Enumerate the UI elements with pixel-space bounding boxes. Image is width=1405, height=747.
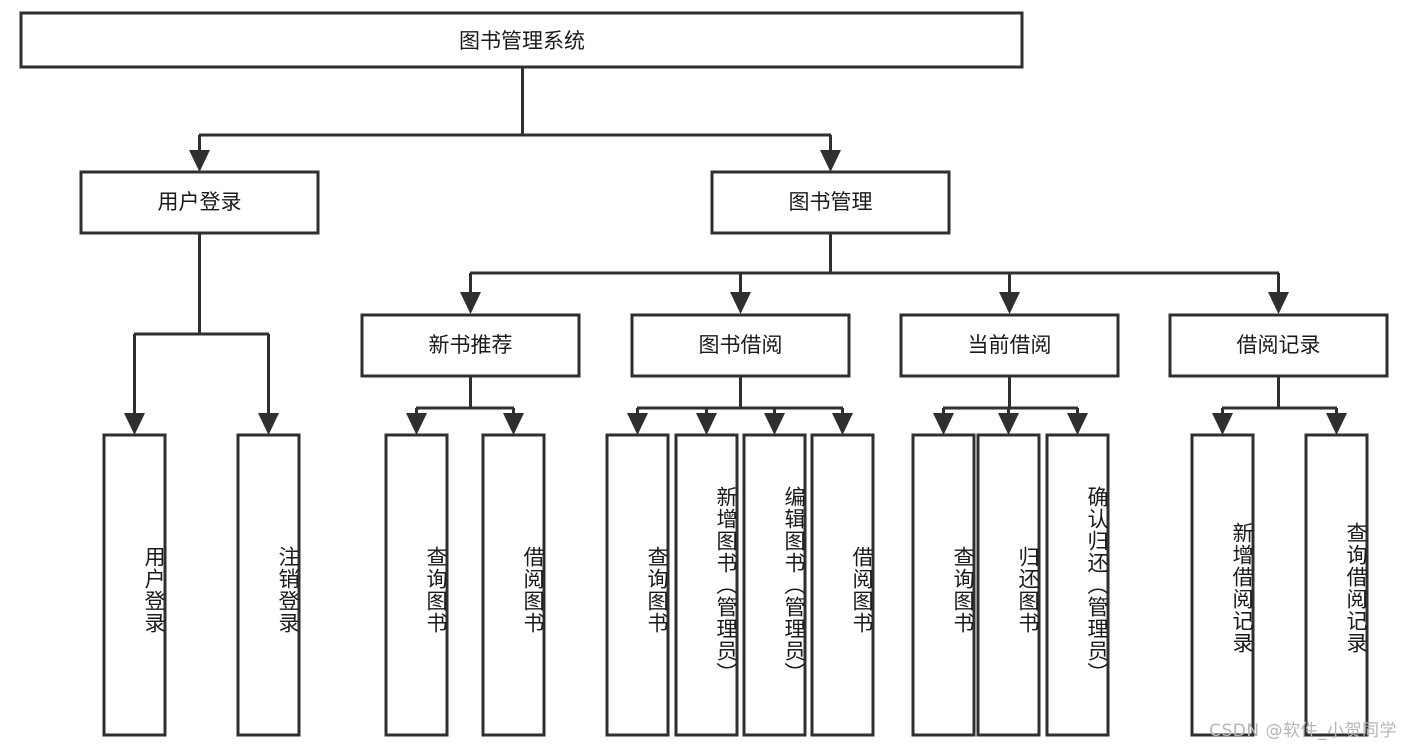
node-root-label: 图书管理系统: [459, 29, 585, 53]
arrow-current-borrow-leaf-3: [1067, 413, 1088, 435]
node-current-borrow-label: 当前借阅: [968, 333, 1052, 357]
arrow-current-borrow-leaf-2: [998, 413, 1019, 435]
arrow-current-borrow-leaf-1: [933, 413, 954, 435]
arrow-book-borrow-leaf-4: [832, 413, 853, 435]
leaf-query-book-borrow-box[interactable]: [605, 433, 670, 737]
node-book-borrow-box[interactable]: [630, 313, 851, 378]
node-new-book-recommend-label: 新书推荐: [429, 333, 513, 357]
arrow-root-to-book-mgmt: [820, 150, 841, 172]
node-book-management-box[interactable]: [710, 170, 951, 235]
leaf-confirm-return-box[interactable]: [1045, 433, 1110, 737]
arrow-borrow-record-leaf-2: [1326, 413, 1347, 435]
arrow-book-borrow-leaf-2: [696, 413, 717, 435]
arrow-new-book-leaf-1: [406, 413, 427, 435]
arrow-book-mgmt-child-2: [730, 292, 751, 314]
leaf-logout-box[interactable]: [236, 433, 301, 737]
arrow-book-borrow-leaf-3: [764, 413, 785, 435]
arrow-book-mgmt-child-1: [460, 292, 481, 314]
node-root-box[interactable]: [19, 11, 1024, 69]
node-borrow-record-label: 借阅记录: [1237, 333, 1321, 357]
leaf-edit-book-box[interactable]: [742, 433, 807, 737]
arrow-book-mgmt-child-4: [1268, 292, 1289, 314]
leaf-query-borrow-record-box[interactable]: [1304, 433, 1369, 737]
node-book-borrow-label: 图书借阅: [699, 333, 783, 357]
node-borrow-record-box[interactable]: [1168, 313, 1389, 378]
arrow-user-login-leaf-1: [124, 413, 145, 435]
arrow-new-book-leaf-2: [503, 413, 524, 435]
arrow-book-mgmt-child-3: [999, 292, 1020, 314]
leaf-return-book-box[interactable]: [976, 433, 1041, 737]
arrow-user-login-leaf-2: [258, 413, 279, 435]
csdn-watermark: CSDN @软件_小贺同学: [1209, 721, 1397, 741]
leaf-query-book-recommend-box[interactable]: [384, 433, 449, 737]
leaf-borrow-book-box[interactable]: [810, 433, 875, 737]
node-user-login-label: 用户登录: [158, 190, 242, 214]
arrow-borrow-record-leaf-1: [1212, 413, 1233, 435]
node-new-book-recommend-box[interactable]: [360, 313, 581, 378]
node-current-borrow-box[interactable]: [899, 313, 1120, 378]
node-book-management-label: 图书管理: [789, 190, 873, 214]
leaf-user-login-box[interactable]: [102, 433, 167, 737]
arrow-book-borrow-leaf-1: [627, 413, 648, 435]
leaf-borrow-book-recommend-box[interactable]: [481, 433, 546, 737]
leaf-add-book-box[interactable]: [674, 433, 739, 737]
arrow-root-to-user-login: [189, 150, 210, 172]
leaf-add-borrow-record-box[interactable]: [1190, 433, 1255, 737]
leaf-query-book-current-box[interactable]: [911, 433, 976, 737]
